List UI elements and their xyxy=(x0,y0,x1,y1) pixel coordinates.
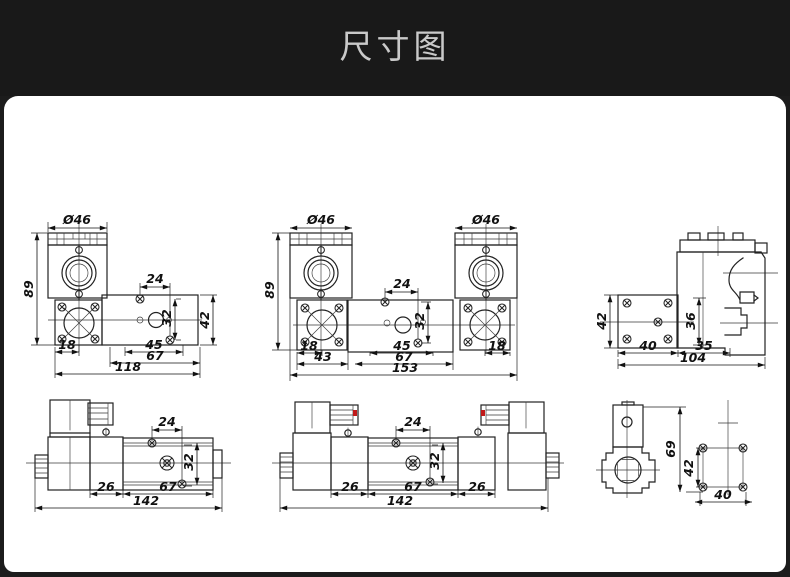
svg-text:32: 32 xyxy=(427,452,442,469)
svg-text:142: 142 xyxy=(387,493,413,508)
svg-text:Ø46: Ø46 xyxy=(306,212,335,227)
valve-outline xyxy=(279,401,560,491)
svg-text:89: 89 xyxy=(262,281,277,299)
svg-text:26: 26 xyxy=(341,479,359,494)
svg-text:118: 118 xyxy=(115,359,141,374)
dimensions: 69 42 40 xyxy=(643,406,752,506)
drawing-single-solenoid-top-view: Ø46 89 24 32 42 18 45 67 118 xyxy=(21,212,217,378)
dimensions: 24 32 26 67 142 xyxy=(34,414,223,512)
svg-text:18: 18 xyxy=(488,338,506,353)
svg-text:104: 104 xyxy=(680,350,706,365)
valve-outline xyxy=(34,399,223,491)
svg-text:24: 24 xyxy=(404,414,421,429)
dimensions: Ø46 89 24 32 42 18 45 67 118 xyxy=(21,212,217,378)
svg-text:35: 35 xyxy=(695,338,713,353)
svg-text:67: 67 xyxy=(395,349,413,364)
svg-text:45: 45 xyxy=(392,338,411,353)
svg-text:32: 32 xyxy=(159,309,174,326)
svg-text:18: 18 xyxy=(58,337,76,352)
dimensions: 24 32 26 67 26 142 xyxy=(279,414,549,512)
valve-outline xyxy=(289,232,518,353)
svg-text:36: 36 xyxy=(683,312,698,330)
svg-text:142: 142 xyxy=(133,493,159,508)
svg-text:153: 153 xyxy=(392,360,418,375)
dimensions: Ø46 Ø46 89 24 32 18 45 18 43 67 153 xyxy=(262,212,518,381)
drawing-end-view-mounting-pattern: 69 42 40 xyxy=(596,400,752,506)
svg-text:67: 67 xyxy=(404,479,422,494)
svg-text:Ø46: Ø46 xyxy=(471,212,500,227)
drawing-single-solenoid-front-view: 24 32 26 67 142 xyxy=(26,399,231,512)
svg-text:26: 26 xyxy=(97,479,115,494)
valve-outline xyxy=(617,232,768,356)
svg-text:24: 24 xyxy=(146,271,163,286)
svg-text:42: 42 xyxy=(594,312,609,330)
svg-text:40: 40 xyxy=(638,338,657,353)
svg-text:32: 32 xyxy=(412,312,427,329)
svg-text:69: 69 xyxy=(663,440,678,458)
svg-text:43: 43 xyxy=(313,349,331,364)
svg-text:67: 67 xyxy=(159,479,177,494)
page-title: 尺寸图 xyxy=(339,28,451,65)
dimensions: 42 36 40 35 104 xyxy=(594,294,766,369)
svg-text:32: 32 xyxy=(181,453,196,470)
svg-text:24: 24 xyxy=(393,276,410,291)
drawing-side-view: 42 36 40 35 104 xyxy=(594,226,778,369)
svg-text:24: 24 xyxy=(158,414,175,429)
svg-text:42: 42 xyxy=(197,311,212,329)
valve-outline xyxy=(601,401,748,494)
page-header: 尺寸图 xyxy=(0,0,790,96)
svg-text:Ø46: Ø46 xyxy=(62,212,91,227)
centerlines xyxy=(600,226,778,324)
svg-text:18: 18 xyxy=(300,338,318,353)
svg-text:40: 40 xyxy=(713,487,732,502)
svg-text:42: 42 xyxy=(681,459,696,477)
svg-text:89: 89 xyxy=(21,280,36,298)
drawing-double-solenoid-front-view: 24 32 26 67 26 142 xyxy=(272,401,564,512)
svg-text:45: 45 xyxy=(144,337,163,352)
drawing-double-solenoid-top-view: Ø46 Ø46 89 24 32 18 45 18 43 67 153 xyxy=(262,212,518,381)
valve-outline xyxy=(47,232,199,346)
centerlines xyxy=(596,400,738,498)
svg-text:67: 67 xyxy=(146,348,164,363)
svg-text:26: 26 xyxy=(468,479,486,494)
